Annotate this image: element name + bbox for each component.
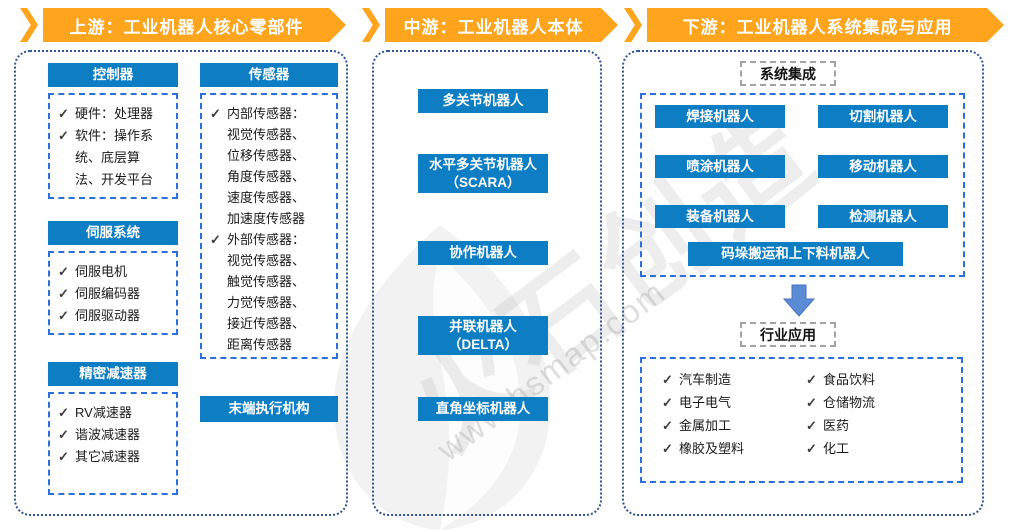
robot-box-equipment: 装备机器人: [655, 205, 785, 228]
banner-upstream: 上游：工业机器人核心零部件: [20, 8, 346, 42]
robot-box-collaborative: 协作机器人: [418, 241, 548, 265]
check-icon: ✓: [806, 418, 817, 433]
robot-box-spraying: 喷涂机器人: [655, 155, 785, 178]
check-icon: ✓: [58, 128, 69, 143]
controller-list: ✓ 硬件：处理器 ✓ 软件：操作系统、底层算法、开发平台: [48, 93, 178, 199]
chevron-icon: [20, 8, 38, 42]
integration-label: 系统集成: [740, 61, 836, 86]
robot-box-mobile: 移动机器人: [818, 155, 948, 178]
check-icon: ✓: [662, 372, 673, 387]
application-group-box: [640, 357, 963, 483]
list-item: ✓ 谐波减速器: [58, 424, 174, 446]
list-item-label: 外部传感器：视觉传感器、触觉传感器、力觉传感器、接近传感器、距离传感器: [227, 232, 306, 352]
application-list-left: ✓ 汽车制造 ✓ 电子电气 ✓ 金属加工 ✓ 橡胶及塑料: [662, 368, 802, 460]
check-icon: ✓: [806, 395, 817, 410]
robot-box-palletizing: 码垛搬运和上下料机器人: [688, 242, 903, 266]
check-icon: ✓: [58, 449, 69, 464]
list-item-label: 内部传感器：视觉传感器、位移传感器、角度传感器、速度传感器、加速度传感器: [227, 106, 306, 226]
check-icon: ✓: [58, 308, 69, 323]
list-item-label: 谐波减速器: [75, 427, 141, 442]
list-item: ✓ RV减速器: [58, 402, 174, 424]
list-item: ✓ 仓储物流: [806, 391, 946, 414]
list-item-label: 化工: [823, 441, 850, 456]
banner-downstream-label: 下游：工业机器人系统集成与应用: [647, 8, 1004, 42]
list-item-label: 伺服驱动器: [75, 308, 141, 323]
down-arrow-icon: [782, 284, 816, 323]
list-item-label: 汽车制造: [679, 372, 732, 387]
check-icon: ✓: [806, 441, 817, 456]
list-item: ✓ 伺服电机: [58, 261, 174, 283]
list-item: ✓ 其它减速器: [58, 446, 174, 468]
sensor-header: 传感器: [200, 63, 338, 87]
robot-box-scara: 水平多关节机器人 （SCARA）: [418, 154, 548, 193]
robot-box-cartesian: 直角坐标机器人: [418, 397, 548, 421]
list-item-label: 伺服电机: [75, 264, 128, 279]
list-item: ✓ 橡胶及塑料: [662, 437, 802, 460]
list-item: ✓ 汽车制造: [662, 368, 802, 391]
servo-header: 伺服系统: [48, 221, 178, 245]
list-item-label: 硬件：处理器: [75, 106, 154, 121]
end-effector-box: 末端执行机构: [200, 396, 338, 422]
robot-box-welding: 焊接机器人: [655, 105, 785, 128]
servo-list: ✓ 伺服电机 ✓ 伺服编码器 ✓ 伺服驱动器: [48, 251, 178, 335]
chevron-icon: [362, 8, 380, 42]
list-item: ✓ 伺服驱动器: [58, 305, 174, 327]
check-icon: ✓: [58, 405, 69, 420]
reducer-list: ✓ RV减速器 ✓ 谐波减速器 ✓ 其它减速器: [48, 392, 178, 495]
list-item-label: 伺服编码器: [75, 286, 141, 301]
check-icon: ✓: [806, 372, 817, 387]
check-icon: ✓: [58, 286, 69, 301]
list-item: ✓ 软件：操作系统、底层算法、开发平台: [58, 125, 174, 191]
banner-upstream-label: 上游：工业机器人核心零部件: [43, 8, 346, 42]
list-item-label: 金属加工: [679, 418, 732, 433]
list-item-label: 软件：操作系统、底层算法、开发平台: [75, 128, 154, 187]
downstream-panel: [622, 50, 984, 516]
banner-midstream-label: 中游：工业机器人本体: [385, 8, 618, 42]
check-icon: ✓: [210, 232, 221, 247]
list-item-label: 医药: [823, 418, 850, 433]
reducer-header: 精密减速器: [48, 362, 178, 386]
check-icon: ✓: [662, 395, 673, 410]
controller-header: 控制器: [48, 63, 178, 87]
check-icon: ✓: [210, 106, 221, 121]
list-item: ✓ 医药: [806, 414, 946, 437]
banner-downstream: 下游：工业机器人系统集成与应用: [624, 8, 1004, 42]
banner-midstream: 中游：工业机器人本体: [362, 8, 618, 42]
list-item: ✓ 化工: [806, 437, 946, 460]
list-item-label: 仓储物流: [823, 395, 876, 410]
list-item: ✓ 硬件：处理器: [58, 103, 174, 125]
chevron-icon: [624, 8, 642, 42]
sensor-list: ✓ 内部传感器：视觉传感器、位移传感器、角度传感器、速度传感器、加速度传感器 ✓…: [200, 93, 338, 359]
list-item: ✓ 金属加工: [662, 414, 802, 437]
list-item-label: RV减速器: [75, 405, 132, 420]
application-label: 行业应用: [740, 322, 836, 347]
list-item: ✓ 电子电气: [662, 391, 802, 414]
check-icon: ✓: [58, 427, 69, 442]
check-icon: ✓: [58, 264, 69, 279]
list-item-label: 其它减速器: [75, 449, 141, 464]
application-list-right: ✓ 食品饮料 ✓ 仓储物流 ✓ 医药 ✓ 化工: [806, 368, 946, 460]
list-item: ✓ 内部传感器：视觉传感器、位移传感器、角度传感器、速度传感器、加速度传感器: [210, 103, 334, 229]
list-item: ✓ 伺服编码器: [58, 283, 174, 305]
check-icon: ✓: [662, 441, 673, 456]
list-item-label: 橡胶及塑料: [679, 441, 745, 456]
robot-box-delta: 并联机器人 （DELTA）: [418, 316, 548, 355]
midstream-panel: [372, 50, 602, 516]
list-item: ✓ 食品饮料: [806, 368, 946, 391]
list-item-label: 电子电气: [679, 395, 732, 410]
list-item-label: 食品饮料: [823, 372, 876, 387]
check-icon: ✓: [662, 418, 673, 433]
integration-group-box: [640, 93, 965, 277]
list-item: ✓ 外部传感器：视觉传感器、触觉传感器、力觉传感器、接近传感器、距离传感器: [210, 229, 334, 355]
robot-box-multi-joint: 多关节机器人: [418, 89, 548, 113]
robot-box-inspection: 检测机器人: [818, 205, 948, 228]
check-icon: ✓: [58, 106, 69, 121]
robot-box-cutting: 切割机器人: [818, 105, 948, 128]
